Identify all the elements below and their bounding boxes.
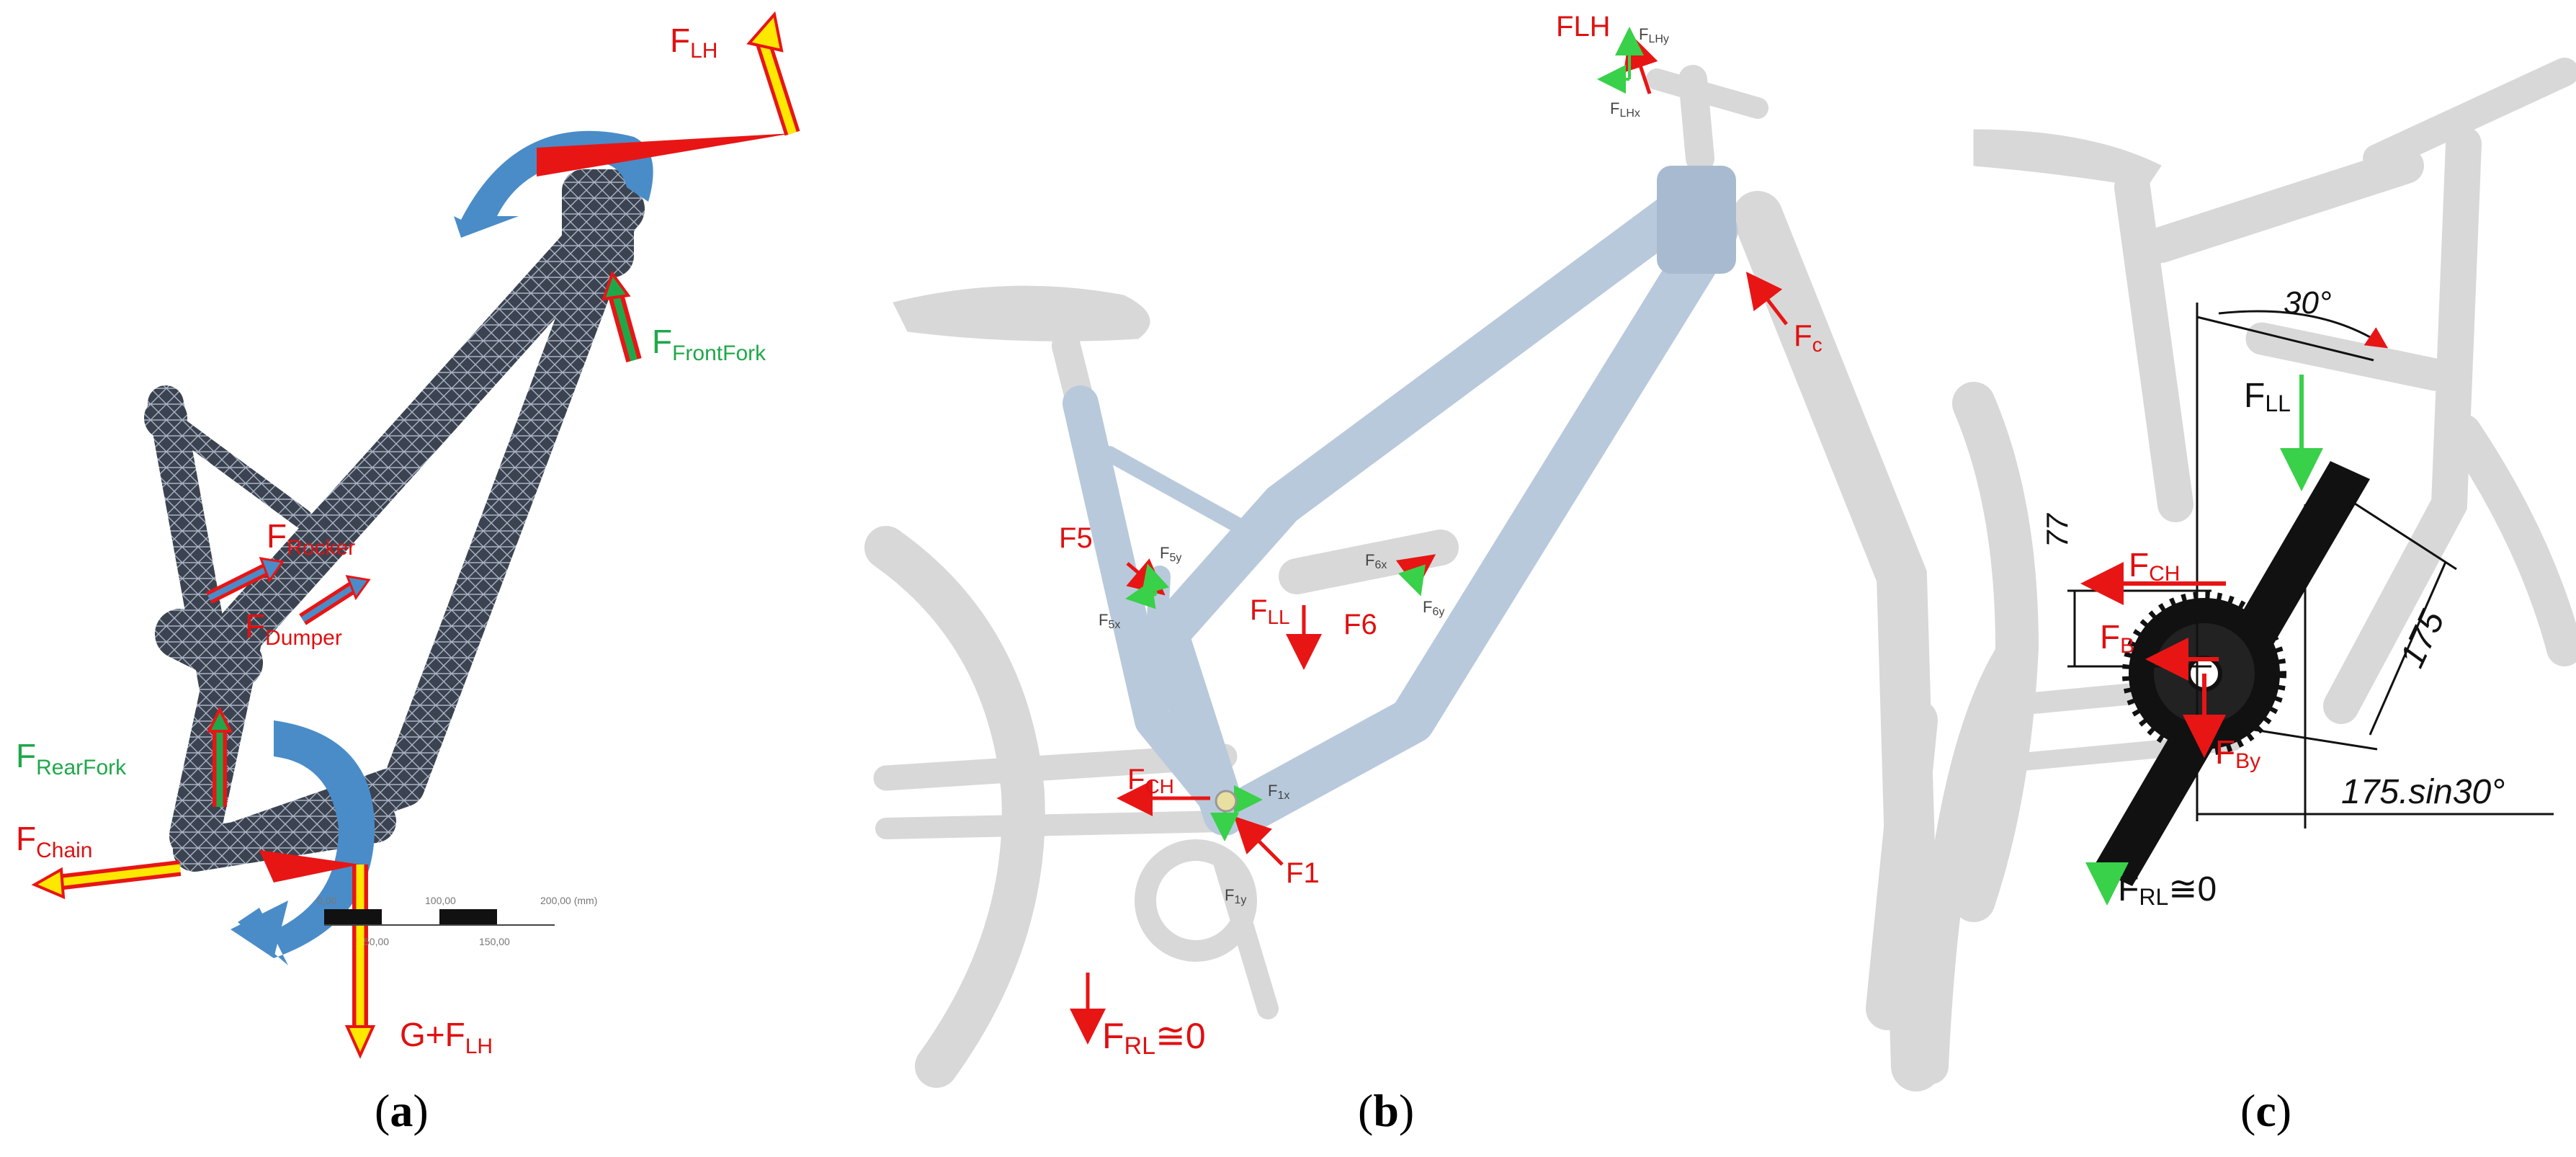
label-b-f-1x: F1x: [1268, 782, 1289, 802]
label-b-f-5x: F5x: [1099, 611, 1120, 631]
head-tube-b: [1657, 166, 1736, 274]
label-f-chain: FChain: [16, 820, 93, 862]
moment-wedge-bottom: [259, 850, 360, 883]
label-f-rearfork: FRearFork: [16, 737, 127, 779]
dimension-lines: [2067, 303, 2554, 828]
label-b-f-6y: F6y: [1423, 598, 1444, 618]
label-b-f-6x: F6x: [1365, 551, 1387, 571]
arrows-c: [2080, 375, 2323, 906]
label-b-f-lhx: FLHx: [1610, 99, 1640, 120]
arrow-f-lh: [746, 11, 800, 136]
moment-arrow-bottom-head: [231, 901, 288, 958]
seat-tube-top: [144, 396, 187, 439]
scale-tick-50: 50,00: [364, 936, 389, 947]
label-b-f-lhy: FLHy: [1639, 25, 1669, 45]
scale-tick-200: 200,00 (mm): [540, 895, 597, 906]
label-c-angle: 30°: [2284, 285, 2332, 321]
label-g-flh: G+FLH: [400, 1016, 493, 1058]
meshed-frame: [148, 184, 645, 872]
label-b-f-5y: F5y: [1160, 544, 1181, 564]
label-b-f-ll: FLL: [1250, 594, 1290, 628]
label-c-f-rl: FRL≅0: [2118, 870, 2217, 910]
moment-wedge-top: [537, 133, 792, 177]
scale-tick-150: 150,00: [479, 936, 510, 947]
ghost-bike-b: [864, 65, 2035, 1091]
moment-arrow-bottom: [238, 720, 375, 965]
scale-tick-0: 0,00: [317, 895, 336, 906]
label-f-dumper: FDumper: [245, 607, 342, 650]
label-b-f-ch: FCH: [1127, 764, 1174, 798]
arrow-f-chain: [31, 860, 182, 900]
scale-bar: 0,00 100,00 200,00 (mm) 50,00 150,00: [317, 895, 597, 947]
caption-a: (a): [375, 1085, 429, 1136]
arrow-f-dumper: [299, 575, 371, 625]
label-f-frontfork: FFrontFork: [652, 323, 766, 365]
scale-tick-100: 100,00: [425, 895, 456, 906]
bike-frame-b: [1063, 173, 1738, 836]
label-f-rocker: FRocker: [267, 517, 355, 560]
label-c-f-ch: FCH: [2129, 546, 2180, 586]
arrow-f-rearfork: [206, 706, 233, 807]
panel-b: FLH FLHy FLHx Fc F5 F5y F5x F6x F6 F6y F…: [864, 11, 2035, 1091]
label-b-f-1y: F1y: [1225, 886, 1246, 906]
label-c-f-b: FB: [2100, 618, 2134, 658]
label-b-f-rl: FRL≅0: [1102, 1016, 1206, 1060]
label-b-f-6: F6: [1343, 609, 1377, 640]
label-b-f-lh: FLH: [1556, 11, 1611, 43]
head-tube: [562, 169, 634, 277]
label-c-f-by: FBy: [2215, 733, 2260, 773]
label-b-f-1: F1: [1286, 857, 1320, 889]
caption-b: (b): [1358, 1085, 1415, 1136]
panel-a: 0,00 100,00 200,00 (mm) 50,00 150,00 FLH…: [16, 11, 800, 1059]
label-b-f-c: Fc: [1794, 318, 1823, 356]
ghost-bike-c: [1952, 58, 2576, 922]
label-c-f-ll: FLL: [2244, 377, 2291, 416]
label-f-lh: FLH: [670, 22, 717, 63]
crank-assembly: [2093, 461, 2370, 886]
arrow-f-frontfork: [601, 270, 642, 362]
arrow-f-rocker: [205, 557, 285, 604]
label-b-f-5: F5: [1059, 522, 1093, 554]
arrow-g-flh: [344, 865, 376, 1059]
label-c-dim-sin: 175.sin30°: [2341, 773, 2505, 811]
pivot-f1: [1215, 790, 1238, 813]
panel-c: 30° FLL 77 FCH FB FBy 175 175.sin30° FRL…: [1952, 58, 2576, 922]
label-c-dim-77: 77: [2040, 513, 2074, 548]
caption-c: (c): [2240, 1085, 2292, 1136]
